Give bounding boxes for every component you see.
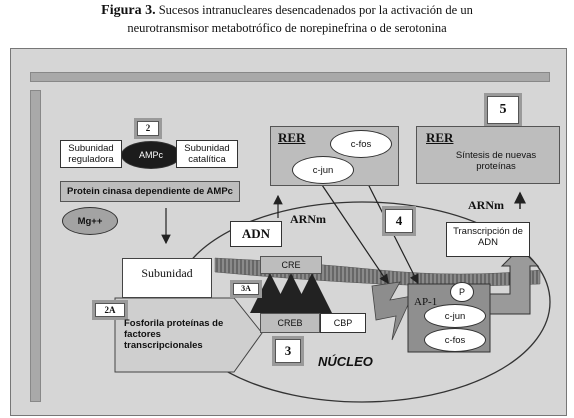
sintesis-text: Síntesis de nuevas proteínas <box>455 150 537 172</box>
cre-box: CRE <box>260 256 322 274</box>
mg-ellipse: Mg++ <box>62 207 118 235</box>
protein-cinasa-box: Protein cinasa dependiente de AMPc <box>60 181 240 202</box>
fosforila-arrow-shape <box>114 297 263 373</box>
lightning <box>371 281 413 341</box>
arnm-label-right: ARNm <box>468 198 504 212</box>
nucleo-label: NÚCLEO <box>318 354 373 369</box>
rer-label-right: RER <box>426 130 454 145</box>
transcripcion-box: Transcripción de ADN <box>446 222 530 257</box>
caption-text-1: Sucesos intranucleares desencadenados po… <box>158 3 473 17</box>
creb-box: CREB <box>260 313 320 333</box>
rer-label-left: RER <box>278 130 306 145</box>
step-2a-box: 2A <box>92 300 128 320</box>
cbp-box: CBP <box>320 313 366 333</box>
step-3-box: 3 <box>272 336 304 366</box>
subunidad-catalitica-box: Subunidad catalítica <box>176 140 238 168</box>
cjun-ellipse-rer: c-jun <box>292 156 354 184</box>
step-4-box: 4 <box>382 206 416 236</box>
ap1-label: AP-1 <box>414 296 438 308</box>
cfos-ellipse-ap1: c-fos <box>424 328 486 352</box>
p-ellipse: P <box>450 282 474 302</box>
arrow-rer-down-1 <box>319 181 389 284</box>
left-bar <box>30 90 41 402</box>
arnm-label-left: ARNm <box>290 212 326 226</box>
subunidad-box: Subunidad <box>122 258 212 298</box>
step-2-box: 2 <box>134 118 162 139</box>
arrow-ap1-transcripcion <box>489 247 540 315</box>
caption-text-2: neurotransmisor metabotrófico de norepin… <box>127 21 447 35</box>
subunidad-reguladora-box: Subunidad reguladora <box>60 140 122 168</box>
cjun-ellipse-ap1: c-jun <box>424 304 486 328</box>
fosforila-text: Fosforila proteínas de factores transcri… <box>124 318 224 351</box>
top-bar <box>30 72 550 82</box>
figure-label: Figura 3. <box>101 3 156 18</box>
rer-box-right <box>416 126 560 184</box>
ampc-ellipse: AMPc <box>121 141 181 169</box>
figure-caption-line1: Figura 3. Sucesos intranucleares desenca… <box>0 3 574 19</box>
cfos-ellipse-rer: c-fos <box>330 130 392 158</box>
step-5-box: 5 <box>484 93 522 127</box>
adn-box: ADN <box>230 221 282 247</box>
step-3a-box: 3A <box>230 280 262 298</box>
